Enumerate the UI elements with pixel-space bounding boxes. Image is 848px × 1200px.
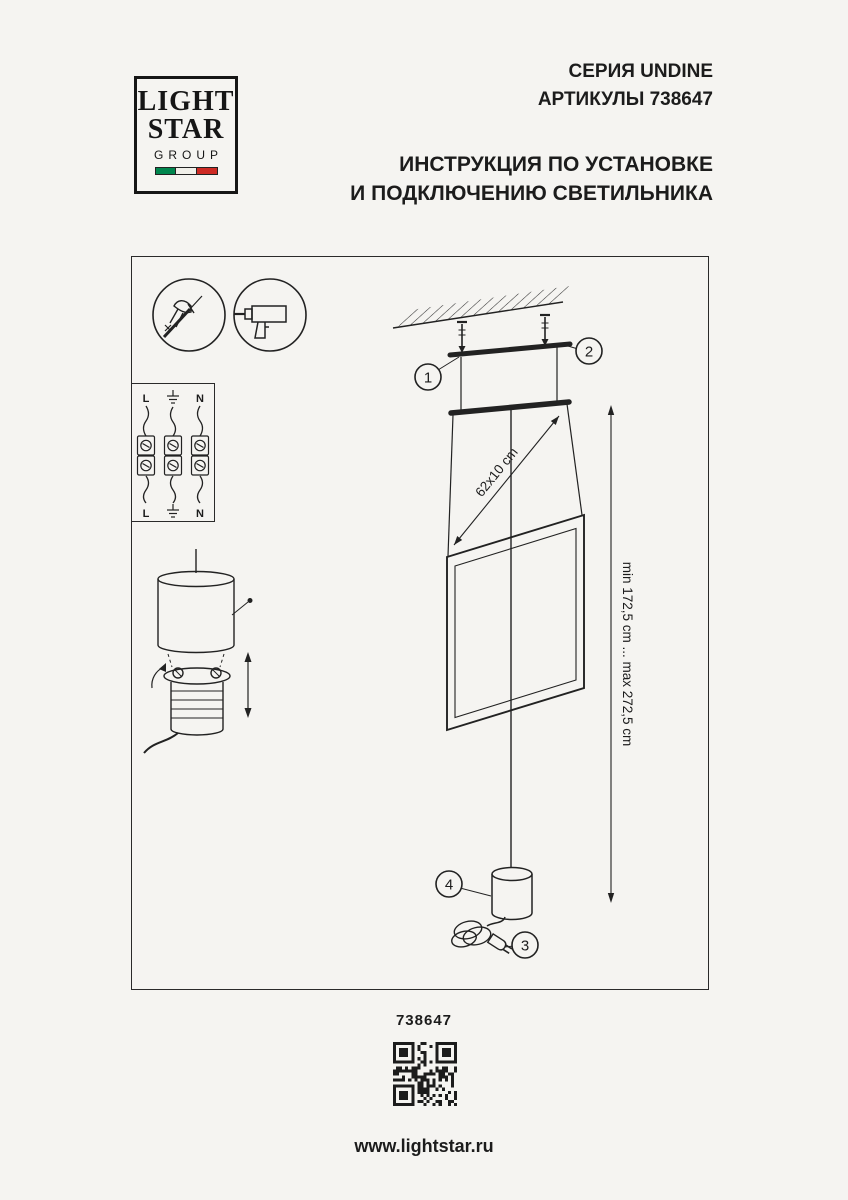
svg-text:2: 2 (585, 344, 593, 361)
flag-green-stripe (154, 167, 176, 175)
drill-icon (234, 305, 287, 339)
callout-1: 1 (414, 356, 460, 391)
height-dimension-label: min 172,5 cm ... max 272,5 cm (620, 562, 635, 747)
light-panel (446, 513, 585, 732)
flag-red-stripe (196, 167, 218, 175)
svg-text:4: 4 (445, 877, 453, 894)
mounting-cup (163, 667, 231, 736)
live-label-top: L (143, 393, 150, 405)
ceiling-hatch (392, 286, 569, 329)
italy-flag-icon (137, 167, 235, 175)
align-guide-right (219, 653, 225, 668)
callout-2: 2 (567, 337, 603, 365)
flag-white-stripe (175, 167, 197, 175)
bar-dimension: 62x10 cm (453, 415, 560, 546)
suspension-rail (448, 399, 572, 416)
instruction-title-line1: ИНСТРУКЦИЯ ПО УСТАНОВКЕ (399, 153, 713, 176)
screw-pointer (231, 598, 253, 616)
neutral-label-top: N (196, 393, 204, 405)
tool-badges (148, 275, 308, 355)
series-label: СЕРИЯ UNDINE (568, 61, 714, 82)
lightstar-logo: LIGHT STAR GROUP (134, 76, 238, 194)
earth-icon (167, 390, 179, 404)
earth-icon-bottom (167, 504, 179, 518)
screw-right (540, 313, 550, 346)
screw-left (457, 320, 467, 353)
website-text: www.lightstar.ru (354, 1136, 494, 1156)
qr-code (393, 1042, 457, 1106)
live-label-bottom: L (143, 508, 150, 520)
supply-cable (143, 732, 179, 754)
logo-group: GROUP (153, 148, 223, 162)
ceiling-bracket (447, 341, 573, 358)
power-unit (491, 866, 533, 921)
canopy-shade (157, 570, 235, 654)
header: СЕРИЯ UNDINE АРТИКУЛЫ 738647 ИНСТРУКЦИЯ … (350, 58, 713, 208)
neutral-label-bottom: N (196, 508, 204, 520)
rotate-arrow-icon (151, 663, 166, 689)
instruction-title-line2: И ПОДКЛЮЧЕНИЮ СВЕТИЛЬНИКА (350, 182, 713, 205)
callout-4: 4 (435, 870, 492, 898)
callout-3: 3 (504, 931, 539, 959)
supply-wires (142, 405, 204, 437)
align-guide-left (167, 653, 173, 668)
articles-label: АРТИКУЛЫ 738647 (537, 89, 713, 110)
instruction-title: ИНСТРУКЦИЯ ПО УСТАНОВКЕ И ПОДКЛЮЧЕНИЮ СВ… (350, 150, 713, 208)
panel-wires (447, 403, 583, 557)
up-down-arrow-icon (244, 652, 252, 718)
svg-text:1: 1 (424, 370, 432, 387)
logo-light: LIGHT (137, 86, 235, 117)
article-number: 738647 (395, 1012, 453, 1029)
mount-exploded-view (138, 545, 268, 775)
diagram-frame (131, 256, 709, 990)
wiring-diagram: L N (131, 383, 215, 522)
wire-strip-icon (162, 295, 203, 339)
logo-star: STAR (147, 114, 225, 145)
cord-tail (486, 916, 506, 927)
suspension-diagram: 1 2 62x10 cm (131, 256, 709, 990)
svg-text:3: 3 (521, 938, 529, 955)
power-cord-coil (451, 920, 492, 948)
bracket-wires (460, 347, 558, 411)
height-dimension: min 172,5 cm ... max 272,5 cm (607, 405, 635, 903)
power-plug (486, 932, 513, 955)
fixture-wires (142, 475, 204, 504)
terminal-block (136, 435, 210, 476)
